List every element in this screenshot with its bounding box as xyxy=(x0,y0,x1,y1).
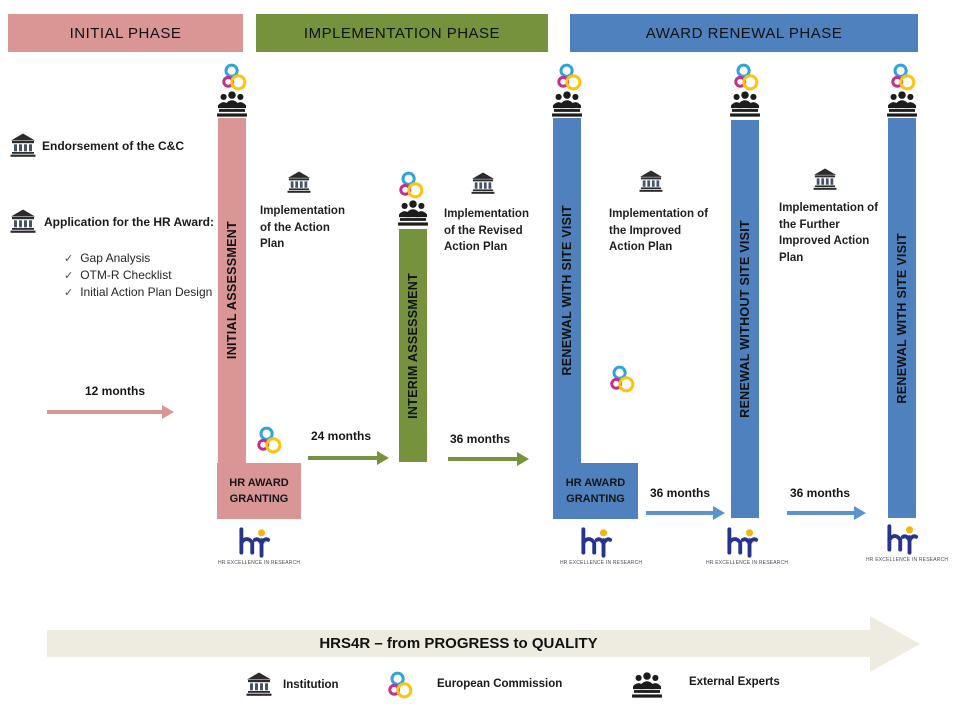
phase-label: INITIAL PHASE xyxy=(69,24,182,42)
external-experts-icon xyxy=(728,89,762,117)
institution-icon xyxy=(10,209,36,233)
hr-award-granting-box: HR AWARD GRANTING xyxy=(217,463,301,519)
checkmark-icon: ✓ xyxy=(64,270,74,282)
duration-label-36-months: 36 months xyxy=(790,486,851,500)
duration-label-24-months: 24 months xyxy=(311,429,372,443)
european-commission-icon xyxy=(556,63,582,91)
external-experts-icon xyxy=(885,89,919,117)
bar-label: INITIAL ASSESSMENT xyxy=(225,221,239,360)
hr-excellence-logo: HR EXCELLENCE IN RESEARCH xyxy=(866,524,949,563)
note-further-improved-action-plan: Implementation of the Further Improved A… xyxy=(779,202,879,265)
checkmark-icon: ✓ xyxy=(64,253,74,265)
duration-arrow xyxy=(787,506,866,520)
phase-label: IMPLEMENTATION PHASE xyxy=(303,24,501,42)
hr-logo-icon xyxy=(218,527,288,558)
external-experts-icon xyxy=(396,198,430,226)
european-commission-icon xyxy=(256,426,282,454)
checklist-item-label: Initial Action Plan Design xyxy=(80,285,213,299)
european-commission-icon xyxy=(890,63,916,91)
institution-icon xyxy=(471,172,495,194)
institution-icon xyxy=(639,170,663,192)
bar-initial-assessment: INITIAL ASSESSMENT xyxy=(218,118,246,463)
hr-logo-icon xyxy=(866,524,936,555)
checkmark-icon: ✓ xyxy=(64,287,74,299)
external-experts-icon xyxy=(630,670,664,698)
hr-excellence-logo: HR EXCELLENCE IN RESEARCH xyxy=(560,527,643,566)
bar-label: RENEWAL WITH SITE VISIT xyxy=(895,232,909,404)
duration-label-12-months: 12 months xyxy=(85,384,146,398)
legend-institution-label: Institution xyxy=(283,679,339,691)
european-commission-icon xyxy=(609,365,635,393)
phase-header-award-renewal: AWARD RENEWAL PHASE xyxy=(570,14,918,52)
hr-logo-caption: HR EXCELLENCE IN RESEARCH xyxy=(866,557,949,563)
bar-interim-assessment: INTERIM ASSESSMENT xyxy=(399,229,427,462)
footer-arrow-label: HRS4R – from PROGRESS to QUALITY xyxy=(319,635,598,652)
hr-logo-caption: HR EXCELLENCE IN RESEARCH xyxy=(560,560,643,566)
legend-european-commission-label: European Commission xyxy=(437,678,563,690)
european-commission-icon xyxy=(221,63,247,91)
footer-progress-arrow: HRS4R – from PROGRESS to QUALITY xyxy=(47,630,870,657)
checklist-item-label: Gap Analysis xyxy=(80,251,151,265)
european-commission-icon xyxy=(398,171,424,199)
institution-icon xyxy=(10,133,36,157)
checklist-item: ✓ Gap Analysis xyxy=(64,251,212,265)
duration-arrow xyxy=(308,451,389,465)
hr-excellence-logo: HR EXCELLENCE IN RESEARCH xyxy=(218,527,301,566)
checklist-item-label: OTM-R Checklist xyxy=(80,268,172,282)
european-commission-icon xyxy=(387,671,413,699)
bar-renewal-with-site-visit-1: RENEWAL WITH SITE VISIT xyxy=(553,118,581,463)
legend-external-experts-label: External Experts xyxy=(689,676,780,688)
footer-progress-arrowhead xyxy=(870,616,920,672)
bar-renewal-with-site-visit-2: RENEWAL WITH SITE VISIT xyxy=(888,118,916,518)
hr-logo-icon xyxy=(560,527,630,558)
endorsement-label: Endorsement of the C&C xyxy=(42,139,185,153)
duration-label-36-months: 36 months xyxy=(650,486,711,500)
note-action-plan: Implementation of the Action Plan xyxy=(260,205,345,251)
award-box-label: HR AWARD GRANTING xyxy=(565,476,626,506)
award-box-label: HR AWARD GRANTING xyxy=(229,476,289,506)
bar-renewal-without-site-visit: RENEWAL WITHOUT SITE VISIT xyxy=(731,120,759,518)
note-revised-action-plan: Implementation of the Revised Action Pla… xyxy=(444,208,529,254)
note-improved-action-plan: Implementation of the Improved Action Pl… xyxy=(609,208,709,254)
institution-icon xyxy=(287,171,311,193)
hr-award-granting-box: HR AWARD GRANTING xyxy=(553,463,638,519)
checklist-item: ✓ Initial Action Plan Design xyxy=(64,285,212,299)
checklist-item: ✓ OTM-R Checklist xyxy=(64,268,212,282)
hr-excellence-logo: HR EXCELLENCE IN RESEARCH xyxy=(706,527,789,566)
phase-header-implementation: IMPLEMENTATION PHASE xyxy=(256,14,548,52)
institution-icon xyxy=(813,168,837,190)
duration-arrow xyxy=(448,452,529,466)
bar-label: RENEWAL WITH SITE VISIT xyxy=(560,205,574,376)
hr-logo-icon xyxy=(706,527,776,558)
application-checklist: ✓ Gap Analysis ✓ OTM-R Checklist ✓ Initial … xyxy=(64,251,212,302)
institution-icon xyxy=(246,672,272,696)
phase-label: AWARD RENEWAL PHASE xyxy=(645,24,843,42)
duration-arrow xyxy=(47,405,174,419)
duration-label-36-months: 36 months xyxy=(450,432,511,446)
hr-logo-caption: HR EXCELLENCE IN RESEARCH xyxy=(706,560,789,566)
external-experts-icon xyxy=(215,89,249,117)
european-commission-icon xyxy=(733,63,759,91)
duration-arrow xyxy=(646,506,725,520)
phase-header-initial: INITIAL PHASE xyxy=(8,14,243,52)
hr-logo-caption: HR EXCELLENCE IN RESEARCH xyxy=(218,560,301,566)
bar-label: RENEWAL WITHOUT SITE VISIT xyxy=(738,220,752,418)
external-experts-icon xyxy=(550,89,584,117)
application-label: Application for the HR Award: xyxy=(44,215,215,229)
bar-label: INTERIM ASSESSMENT xyxy=(406,272,420,419)
